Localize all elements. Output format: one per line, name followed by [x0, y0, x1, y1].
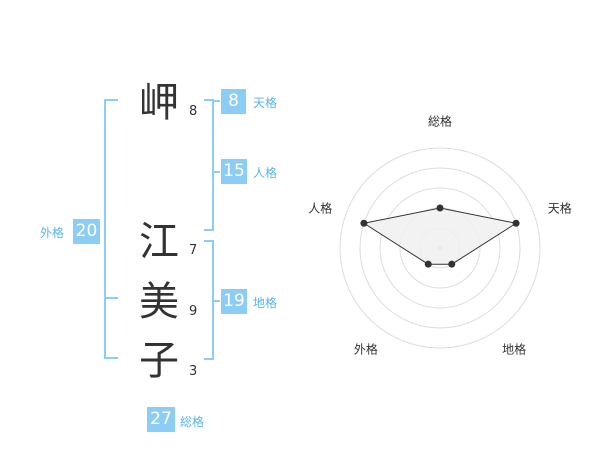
radar-ring-4 [359, 167, 521, 329]
given-char-1: 江 [139, 219, 179, 265]
jinkaku-bracket-top [204, 99, 214, 101]
gaikaku-badge: 20 [73, 219, 100, 244]
soukaku-badge: 27 [147, 407, 175, 432]
surname-char-1: 岬 [139, 80, 179, 126]
radar-point-5 [360, 219, 368, 227]
gaikaku-bracket-top [104, 99, 118, 101]
jinkaku-label: 人格 [253, 166, 278, 180]
jinkaku-bracket-vertical [212, 99, 214, 231]
chikaku-label: 地格 [253, 296, 278, 310]
given-char-3-strokes: 3 [189, 364, 198, 379]
surname-char-1-strokes: 8 [189, 104, 198, 119]
chikaku-bracket-top [204, 240, 214, 242]
gaikaku-bracket-vertical [104, 99, 106, 359]
radar-ring-3 [379, 187, 501, 309]
given-char-2-strokes: 9 [189, 304, 198, 319]
gaikaku-bracket-middle [104, 297, 118, 299]
tenkaku-connector [214, 100, 220, 102]
tenkaku-badge: 8 [221, 89, 246, 114]
chikaku-bracket-bottom [204, 358, 214, 360]
radar-series-shape [362, 207, 518, 265]
tenkaku-label: 天格 [253, 96, 278, 110]
chikaku-bracket-vertical [212, 240, 214, 360]
soukaku-label: 総格 [180, 415, 205, 429]
radar-ring-5 [339, 147, 541, 349]
jinkaku-connector [214, 171, 220, 173]
radar-axis-label-5: 人格 [308, 201, 332, 216]
radar-axis-label-1: 総格 [428, 114, 452, 129]
chikaku-connector [214, 300, 220, 302]
radar-axis-label-4: 外格 [354, 341, 378, 356]
radar-point-1 [436, 204, 444, 212]
given-char-1-strokes: 7 [189, 243, 198, 258]
radar-point-4 [424, 260, 432, 268]
given-char-2: 美 [139, 279, 179, 325]
jinkaku-badge: 15 [221, 159, 247, 184]
chikaku-badge: 19 [221, 289, 247, 314]
gaikaku-bracket-bottom [104, 357, 118, 359]
radar-axis-label-2: 天格 [548, 201, 572, 216]
gaikaku-label: 外格 [40, 226, 65, 240]
given-char-3: 子 [139, 338, 179, 384]
radar-point-2 [512, 219, 520, 227]
radar-point-3 [448, 260, 456, 268]
jinkaku-bracket-bottom [204, 229, 214, 231]
radar-axis-label-3: 地格 [502, 341, 526, 356]
